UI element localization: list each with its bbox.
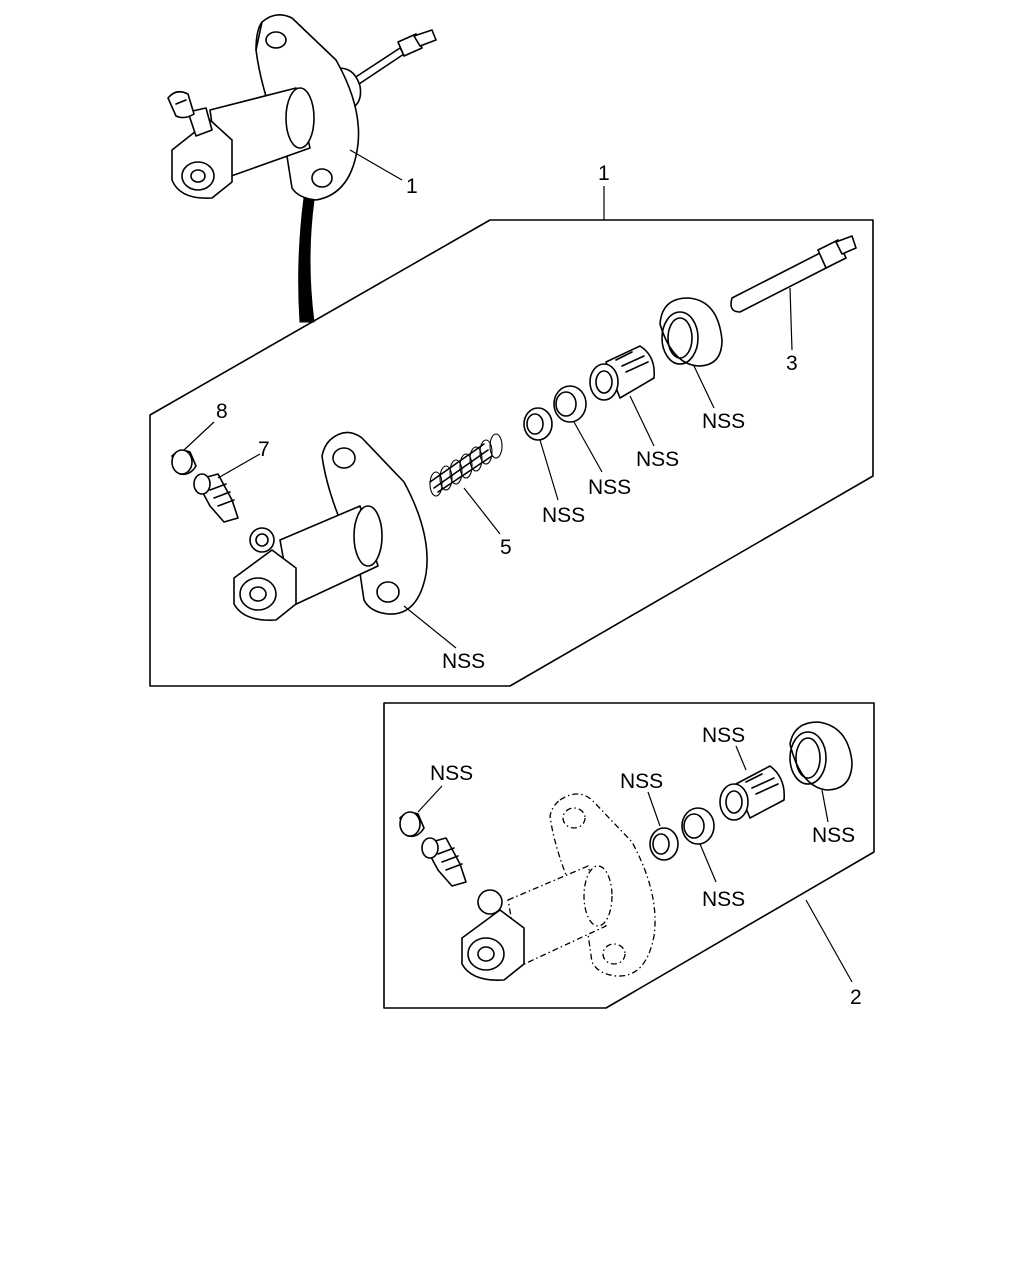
kit2-piston	[719, 765, 786, 821]
spring	[429, 433, 503, 497]
kit1-piston	[589, 345, 656, 401]
callout-bleeder-cap: 8	[216, 400, 228, 423]
nss-kit1-piston: NSS	[636, 448, 679, 471]
kit1-boot	[659, 297, 723, 367]
callout-spring: 5	[500, 536, 512, 559]
nss-kit2-seal-small: NSS	[620, 770, 663, 793]
kit2-bleeder-screw	[421, 837, 467, 887]
callout-bleeder-screw: 7	[258, 438, 270, 461]
bleeder-screw	[193, 473, 239, 523]
nss-kit2-cap: NSS	[430, 762, 473, 785]
kit1-seal-large	[553, 385, 587, 423]
kit2-seal-large	[681, 807, 715, 845]
nss-kit1-seal-large: NSS	[588, 476, 631, 499]
kit2-housing-phantom	[461, 793, 656, 981]
callout-assembly-top: 1	[406, 175, 418, 198]
callout-push-rod: 3	[786, 352, 798, 375]
push-rod	[730, 235, 857, 313]
callout-kit-1: 1	[598, 162, 610, 185]
nss-kit2-piston: NSS	[702, 724, 745, 747]
callout-kit-2: 2	[850, 986, 862, 1009]
bleeder-cap	[171, 449, 197, 476]
nss-kit1-boot: NSS	[702, 410, 745, 433]
kit-1-frame	[149, 219, 874, 687]
kit1-housing	[233, 431, 428, 621]
kit-2-frame	[383, 702, 875, 1009]
assembly-arrow	[298, 197, 315, 323]
kit1-seal-small	[523, 407, 553, 441]
assembled-slave-cylinder	[167, 14, 437, 201]
kit2-seal-small	[649, 827, 679, 861]
nss-kit2-seal-large: NSS	[702, 888, 745, 911]
nss-kit2-boot: NSS	[812, 824, 855, 847]
kit2-cap	[399, 811, 425, 838]
kit2-boot	[789, 721, 853, 791]
nss-kit1-seal-small: NSS	[542, 504, 585, 527]
nss-kit1-housing: NSS	[442, 650, 485, 673]
